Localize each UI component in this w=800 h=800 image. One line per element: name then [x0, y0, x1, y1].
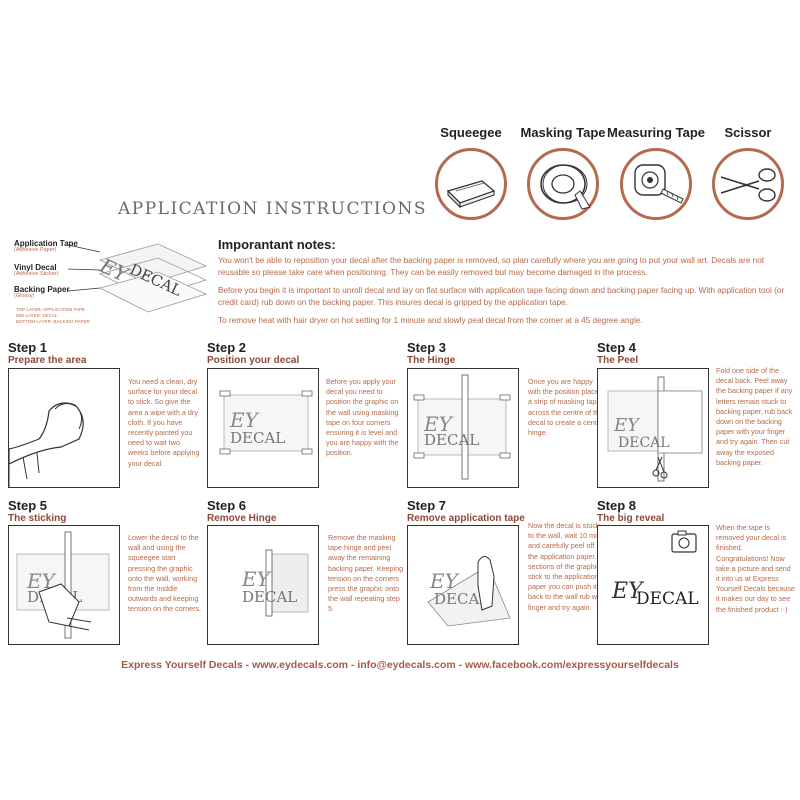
footer-contact: Express Yourself Decals - www.eydecals.c… [121, 659, 679, 671]
camera-icon: EY DECAL [611, 530, 699, 609]
svg-text:DECAL: DECAL [434, 590, 489, 608]
layer-key-mid: MID LAYER: DECAL [16, 313, 58, 318]
step-2: Step 2 Position your decal [207, 341, 402, 367]
tool-label: Squeegee [440, 125, 502, 140]
step-name: Remove Hinge [207, 513, 277, 524]
layer-name: Vinyl Decal [14, 263, 57, 272]
step-5: Step 5 The sticking [8, 499, 203, 525]
step-2-illustration: EY DECAL [207, 368, 319, 488]
svg-text:DECAL: DECAL [242, 588, 297, 606]
step-number: Step 5 [8, 498, 48, 513]
layer-sub: (Glossy) [14, 293, 35, 300]
tool-masking-tape: Masking Tape [518, 125, 608, 220]
step-6-text: Remove the masking tape hinge and peel a… [328, 533, 404, 614]
layer-key: TOP LAYER: APPLICATION TAPE MID LAYER: D… [16, 307, 90, 325]
scissor-icon [712, 148, 784, 220]
step-1-text: You need a clean, dry surface for your d… [128, 377, 200, 468]
layer-sub: (Adhesive Paper) [14, 247, 57, 254]
tool-label: Measuring Tape [606, 125, 705, 140]
layer-key-top: TOP LAYER: APPLICATION TAPE [16, 307, 86, 312]
svg-text:DECAL: DECAL [618, 435, 670, 451]
measuring-tape-icon [620, 148, 692, 220]
step-3-text: Once you are happy with the position pla… [528, 377, 604, 438]
step-name: The big reveal [597, 513, 665, 524]
step-number: Step 7 [407, 498, 447, 513]
step-7-illustration: EY DECAL [407, 525, 519, 645]
note-paragraph: Before you begin it is important to unro… [218, 286, 785, 307]
step-3-illustration: EY DECAL [407, 368, 519, 488]
step-name: Position your decal [207, 355, 300, 366]
step-8: Step 8 The big reveal [597, 499, 792, 525]
step-2-text: Before you apply your decal you need to … [326, 377, 399, 458]
label-application-tape: Application Tape (Adhesive Paper) [14, 239, 78, 254]
step-name: Remove application tape [407, 513, 525, 524]
layer-name: Backing Paper [14, 285, 70, 294]
layers-diagram [67, 243, 208, 313]
important-notes: Imporantant notes: You won't be able to … [218, 237, 788, 333]
note-paragraph: You won't be able to reposition your dec… [218, 256, 765, 277]
tool-squeegee: Squeegee [426, 125, 516, 220]
step-number: Step 8 [597, 498, 637, 513]
notes-title: Imporantant notes: [218, 237, 336, 252]
step-6: Step 6 Remove Hinge [207, 499, 402, 525]
step-number: Step 2 [207, 340, 247, 355]
step-7: Step 7 Remove application tape [407, 499, 602, 525]
step-5-illustration: EY DECAL [8, 525, 120, 645]
step-name: The Peel [597, 355, 639, 366]
step-name: The sticking [8, 513, 67, 524]
tool-label: Masking Tape [520, 125, 606, 140]
step-name: Prepare the area [8, 355, 87, 366]
svg-text:EY: EY [429, 569, 460, 593]
step-number: Step 6 [207, 498, 247, 513]
layer-sub: (Adhesive Sticker) [14, 271, 59, 278]
label-backing-paper: Backing Paper (Glossy) [14, 285, 70, 300]
masking-tape-icon [527, 148, 599, 220]
tool-scissor: Scissor [703, 125, 793, 220]
svg-text:DECAL: DECAL [636, 589, 699, 609]
step-4-illustration: EY DECAL [597, 368, 709, 488]
step-1: Step 1 Prepare the area [8, 341, 203, 367]
svg-text:EY: EY [613, 415, 641, 436]
step-number: Step 1 [8, 340, 48, 355]
step-4: Step 4 The Peel [597, 341, 792, 367]
step-4-text: Fold one side of the decal back. Peel aw… [716, 366, 793, 467]
step-3: Step 3 The Hinge [407, 341, 602, 367]
step-8-text: When the tape is removed your decal is f… [716, 523, 795, 614]
step-name: The Hinge [407, 355, 456, 366]
tool-label: Scissor [724, 125, 772, 140]
step-number: Step 3 [407, 340, 447, 355]
squeegee-icon [435, 148, 507, 220]
step-6-illustration: EY DECAL [207, 525, 319, 645]
layer-key-bottom: BOTTOM LAYER: BACKING PAPER [16, 319, 90, 324]
svg-text:EY: EY [611, 579, 645, 604]
svg-text:DECAL: DECAL [230, 429, 285, 447]
layer-name: Application Tape [14, 239, 78, 248]
note-paragraph: To remove heat with hair dryer on hot se… [218, 316, 643, 325]
svg-text:DECAL: DECAL [424, 431, 479, 449]
svg-text:EY: EY [229, 408, 260, 432]
step-8-illustration: EY DECAL [597, 525, 709, 645]
svg-text:EY: EY [423, 412, 454, 436]
tool-measuring-tape: Measuring Tape [607, 125, 705, 220]
step-number: Step 4 [597, 340, 637, 355]
label-vinyl-decal: Vinyl Decal (Adhesive Sticker) [14, 263, 59, 278]
svg-text:EY: EY [241, 567, 272, 591]
step-1-illustration [8, 368, 120, 488]
page-title: APPLICATION INSTRUCTIONS [118, 199, 428, 219]
step-5-text: Lower the decal to the wall and using th… [128, 533, 202, 614]
step-7-text: Now the decal is stuck to the wall, wait… [528, 521, 605, 612]
